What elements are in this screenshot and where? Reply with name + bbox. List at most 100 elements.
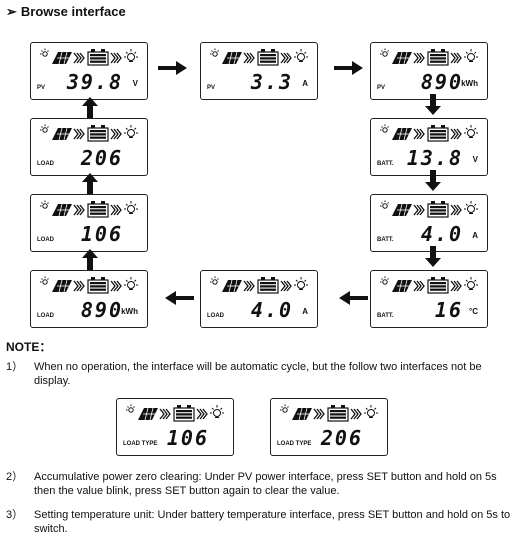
lamp-icon xyxy=(294,49,308,62)
lamp-icon xyxy=(464,201,478,214)
status-icons xyxy=(280,404,378,422)
screen-unit: A xyxy=(302,79,308,88)
lamp-icon xyxy=(364,405,378,418)
lamp-icon xyxy=(124,277,138,290)
screen-mode-label: LOAD xyxy=(37,161,54,167)
lamp-icon xyxy=(210,405,224,418)
screen-unit: V xyxy=(132,79,138,88)
lamp-icon xyxy=(124,125,138,138)
solar-panel-icon xyxy=(222,51,242,65)
screen-mode-label: BATT. xyxy=(377,161,394,167)
sun-icon xyxy=(380,276,389,285)
sun-icon xyxy=(40,200,49,209)
screen-unit: V xyxy=(472,155,478,164)
lamp-icon xyxy=(294,277,308,290)
screen-value: 16 xyxy=(434,298,463,322)
screen-mode-label: PV xyxy=(207,85,216,91)
sun-icon xyxy=(380,200,389,209)
chevrons-icon xyxy=(350,408,362,420)
lamp-icon xyxy=(464,277,478,290)
battery-icon xyxy=(427,49,449,66)
status-icons xyxy=(380,200,478,218)
solar-panel-icon xyxy=(392,279,412,293)
solar-panel-icon xyxy=(52,203,72,217)
chevrons-icon xyxy=(110,52,122,64)
screen-value: 4.0 xyxy=(420,222,463,246)
chevrons-icon xyxy=(450,128,462,140)
screen-value: 106 xyxy=(166,426,209,450)
lamp-icon xyxy=(124,201,138,214)
solar-panel-icon xyxy=(392,127,412,141)
chevrons-icon xyxy=(243,52,255,64)
solar-panel-icon xyxy=(52,51,72,65)
battery-icon xyxy=(427,201,449,218)
screen-value: 206 xyxy=(320,426,363,450)
solar-panel-icon xyxy=(222,279,242,293)
battery-icon xyxy=(427,277,449,294)
chevrons-icon xyxy=(110,128,122,140)
battery-icon xyxy=(427,125,449,142)
screen-value: 3.3 xyxy=(250,70,293,94)
arrow-down-icon xyxy=(425,94,441,115)
sun-icon xyxy=(40,276,49,285)
arrow-right-icon xyxy=(334,61,363,75)
screen-mode-label: PV xyxy=(37,85,46,91)
solar-panel-icon xyxy=(292,407,312,421)
arrow-down-icon xyxy=(425,170,441,191)
chevrons-icon xyxy=(110,280,122,292)
arrow-down-icon xyxy=(425,246,441,267)
status-icons xyxy=(40,48,138,66)
chevrons-icon xyxy=(110,204,122,216)
chevrons-icon xyxy=(450,280,462,292)
lcd-screen-load-206: LOAD 206 xyxy=(30,118,148,176)
sun-icon xyxy=(280,404,289,413)
lamp-icon xyxy=(124,49,138,62)
section-heading: ➢Browse interface xyxy=(6,4,126,19)
status-icons xyxy=(210,276,308,294)
chevrons-icon xyxy=(73,128,85,140)
solar-panel-icon xyxy=(392,203,412,217)
chevrons-icon xyxy=(73,280,85,292)
status-icons xyxy=(126,404,224,422)
sun-icon xyxy=(126,404,135,413)
screen-mode-label: BATT. xyxy=(377,313,394,319)
screen-value: 890 xyxy=(420,70,463,94)
screen-value: 4.0 xyxy=(250,298,293,322)
battery-icon xyxy=(327,405,349,422)
battery-icon xyxy=(87,49,109,66)
screen-value: 890 xyxy=(80,298,123,322)
battery-icon xyxy=(87,125,109,142)
screen-mode-label: LOAD xyxy=(37,313,54,319)
status-icons xyxy=(380,124,478,142)
solar-panel-icon xyxy=(52,279,72,293)
status-icons xyxy=(380,276,478,294)
status-icons xyxy=(40,276,138,294)
lcd-screen-batt-temp: BATT.16°C xyxy=(370,270,488,328)
sun-icon xyxy=(40,48,49,57)
chevrons-icon xyxy=(413,280,425,292)
sun-icon xyxy=(380,124,389,133)
chevrons-icon xyxy=(313,408,325,420)
screen-value: 39.8 xyxy=(66,70,123,94)
screen-unit: kWh xyxy=(461,79,478,88)
chevrons-icon xyxy=(159,408,171,420)
battery-icon xyxy=(257,277,279,294)
note-item-3: 3）Setting temperature unit: Under batter… xyxy=(6,509,511,535)
status-icons xyxy=(40,200,138,218)
screen-mode-label: LOAD xyxy=(207,313,224,319)
lamp-icon xyxy=(464,49,478,62)
screen-mode-label: BATT. xyxy=(377,237,394,243)
screen-unit: kWh xyxy=(121,307,138,316)
chevrons-icon xyxy=(413,128,425,140)
status-icons xyxy=(210,48,308,66)
screen-mode-label: PV xyxy=(377,85,386,91)
screen-value: 206 xyxy=(80,146,123,170)
arrow-up-icon xyxy=(82,97,98,118)
triangle-bullet-icon: ➢ xyxy=(6,4,17,19)
arrow-right-icon xyxy=(158,61,187,75)
